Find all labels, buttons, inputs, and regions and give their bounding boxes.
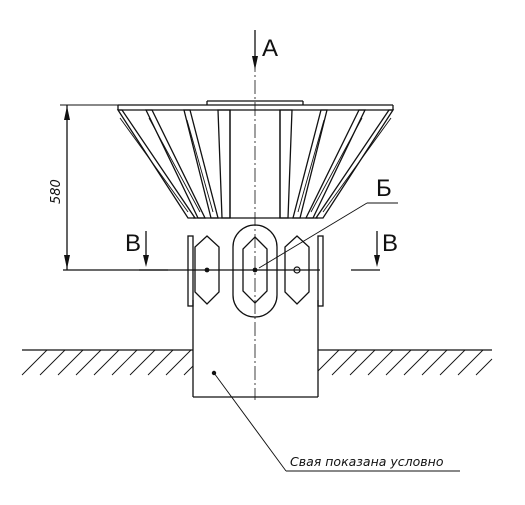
pile-note-text: Свая показана условно	[290, 454, 444, 469]
pile-note: Свая показана условно	[211, 370, 460, 472]
callout-b: Б	[258, 175, 398, 269]
section-mark-left: В	[125, 230, 168, 271]
top-plate	[117, 100, 394, 111]
pile	[192, 300, 319, 398]
callout-label-b: Б	[376, 175, 392, 202]
dimension-value: 580	[49, 179, 64, 204]
view-arrow-a: А	[252, 30, 278, 70]
dimension-580: 580	[49, 104, 118, 270]
ground-hatching	[21, 349, 493, 376]
side-plates	[187, 235, 324, 307]
section-label-right: В	[382, 230, 398, 257]
left-ribs	[116, 109, 231, 219]
section-label-left: В	[125, 230, 141, 257]
view-label-a: А	[262, 35, 278, 62]
right-ribs	[279, 109, 395, 219]
head-tube	[193, 110, 318, 219]
section-mark-right: В	[351, 230, 398, 271]
